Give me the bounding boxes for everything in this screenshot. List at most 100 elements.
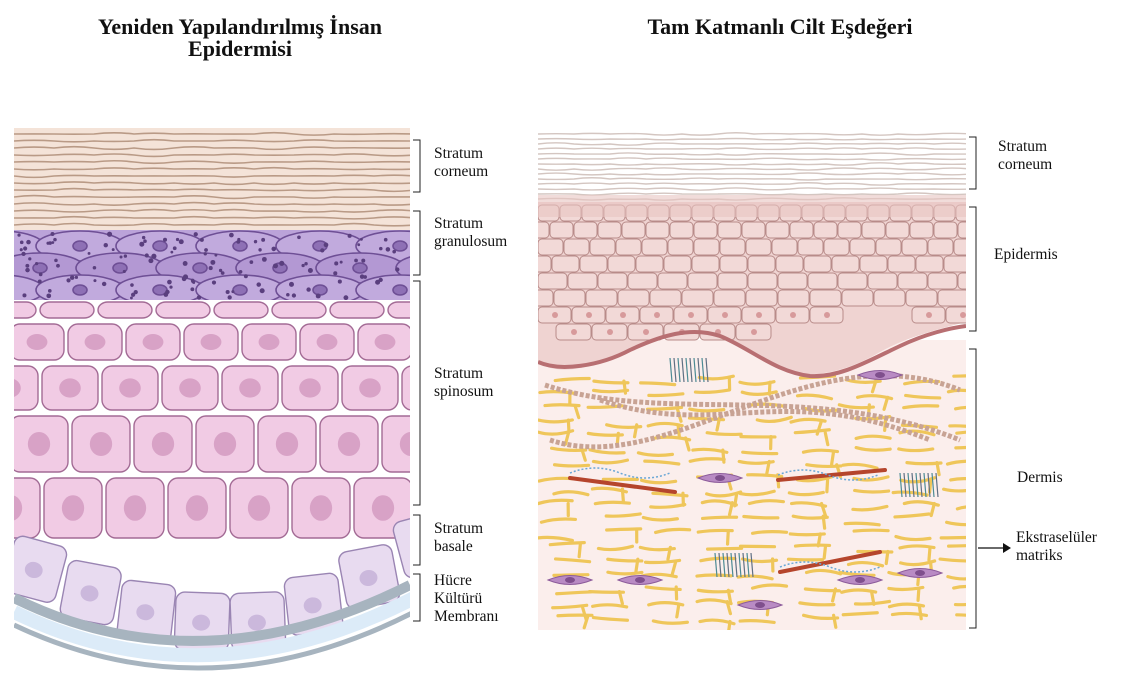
epidermal-cell bbox=[526, 222, 549, 238]
spinous-nucleus bbox=[90, 432, 112, 456]
left-stratum-corneum-layer bbox=[14, 128, 414, 232]
epidermal-cell bbox=[682, 290, 713, 306]
label-line: Membranı bbox=[434, 608, 499, 626]
collagen-branch bbox=[834, 615, 836, 627]
collagen-branch bbox=[832, 452, 834, 464]
label-left-stratum-basale: Stratum basale bbox=[434, 520, 483, 556]
epidermal-cell bbox=[694, 239, 719, 255]
bracket-right-epidermis bbox=[969, 207, 976, 331]
granule bbox=[35, 262, 38, 265]
epidermal-cell bbox=[670, 222, 693, 238]
epidermal-cell bbox=[746, 290, 777, 306]
spinous-nucleus bbox=[28, 432, 50, 456]
granule bbox=[130, 283, 134, 287]
label-line: corneum bbox=[434, 163, 488, 181]
spinous-nucleus bbox=[372, 495, 394, 521]
epidermal-cell bbox=[790, 222, 813, 238]
collagen-branch bbox=[823, 516, 824, 528]
fibroblast-nucleus bbox=[855, 577, 865, 583]
epidermal-nucleus bbox=[790, 312, 796, 318]
collagen-fiber bbox=[941, 537, 975, 538]
granule bbox=[254, 240, 257, 243]
epidermal-cell bbox=[618, 290, 649, 306]
label-line: corneum bbox=[998, 156, 1052, 174]
epidermal-cell bbox=[538, 239, 563, 255]
collagen-fiber bbox=[557, 592, 591, 594]
granule bbox=[191, 279, 195, 283]
epidermal-cell bbox=[598, 222, 621, 238]
collagen-fiber bbox=[594, 390, 628, 391]
granule bbox=[212, 280, 216, 284]
granule bbox=[112, 248, 115, 251]
granule bbox=[173, 246, 177, 250]
fibroblast-nucleus bbox=[635, 577, 645, 583]
epidermal-cell bbox=[568, 273, 597, 289]
spinous-nucleus bbox=[59, 378, 81, 397]
granule bbox=[279, 261, 284, 266]
collagen-fiber bbox=[949, 545, 983, 546]
granule bbox=[26, 240, 31, 245]
granule bbox=[308, 268, 313, 273]
bracket-left-spinosum bbox=[413, 281, 420, 505]
granule bbox=[170, 251, 173, 254]
spinous-nucleus bbox=[338, 432, 360, 456]
label-right-ecm: Ekstraselüler matriks bbox=[1016, 529, 1097, 565]
granule bbox=[21, 252, 25, 256]
epidermal-cell bbox=[650, 290, 681, 306]
epidermal-cell bbox=[586, 290, 617, 306]
spinous-cell bbox=[272, 302, 326, 318]
epidermal-cell bbox=[598, 273, 627, 289]
granule bbox=[123, 270, 126, 273]
epidermal-cell bbox=[928, 239, 953, 255]
granule bbox=[39, 273, 43, 277]
granule bbox=[392, 250, 396, 254]
epidermal-cell bbox=[524, 256, 551, 272]
granule bbox=[131, 293, 135, 297]
granule bbox=[51, 232, 55, 236]
epidermal-nucleus bbox=[620, 312, 626, 318]
epidermal-cell bbox=[590, 239, 615, 255]
granule bbox=[130, 296, 133, 299]
collagen-fiber bbox=[899, 449, 933, 451]
granule bbox=[324, 243, 329, 248]
spinous-nucleus bbox=[119, 378, 141, 397]
label-right-epidermis: Epidermis bbox=[994, 246, 1058, 264]
granule bbox=[316, 293, 321, 298]
bracket-left-granulosum bbox=[413, 211, 420, 275]
collagen-fiber bbox=[753, 532, 787, 534]
fibroblast-nucleus bbox=[565, 577, 575, 583]
bracket-left-corneum bbox=[413, 140, 420, 192]
granule bbox=[260, 288, 265, 293]
spinous-nucleus bbox=[143, 334, 164, 350]
granule bbox=[338, 280, 342, 284]
epidermal-cell bbox=[808, 273, 837, 289]
collagen-branch bbox=[678, 426, 679, 438]
epidermal-nucleus bbox=[926, 312, 932, 318]
epidermal-cell bbox=[898, 273, 927, 289]
spinous-nucleus bbox=[259, 334, 280, 350]
epidermal-cell bbox=[720, 256, 747, 272]
left-brackets bbox=[413, 140, 420, 621]
collagen-fiber bbox=[697, 575, 731, 576]
granule bbox=[142, 236, 145, 239]
spinous-nucleus bbox=[186, 495, 208, 521]
label-line: matriks bbox=[1016, 547, 1097, 565]
granule bbox=[261, 238, 265, 242]
collagen-branch bbox=[982, 588, 983, 600]
epidermal-cell bbox=[622, 222, 645, 238]
granule bbox=[143, 239, 147, 243]
granule bbox=[190, 287, 194, 291]
granule bbox=[75, 276, 78, 279]
granule bbox=[304, 262, 307, 265]
spinous-nucleus bbox=[27, 334, 48, 350]
epidermal-cell bbox=[554, 290, 585, 306]
epidermal-cell bbox=[804, 256, 831, 272]
collagen-fiber bbox=[740, 621, 774, 623]
epidermal-nucleus bbox=[643, 329, 649, 335]
epidermal-cell bbox=[616, 239, 641, 255]
epidermal-cell bbox=[608, 256, 635, 272]
epidermal-cell bbox=[798, 239, 823, 255]
granule bbox=[139, 242, 144, 247]
collagen-branch bbox=[824, 546, 825, 558]
collagen-branch bbox=[677, 605, 679, 617]
